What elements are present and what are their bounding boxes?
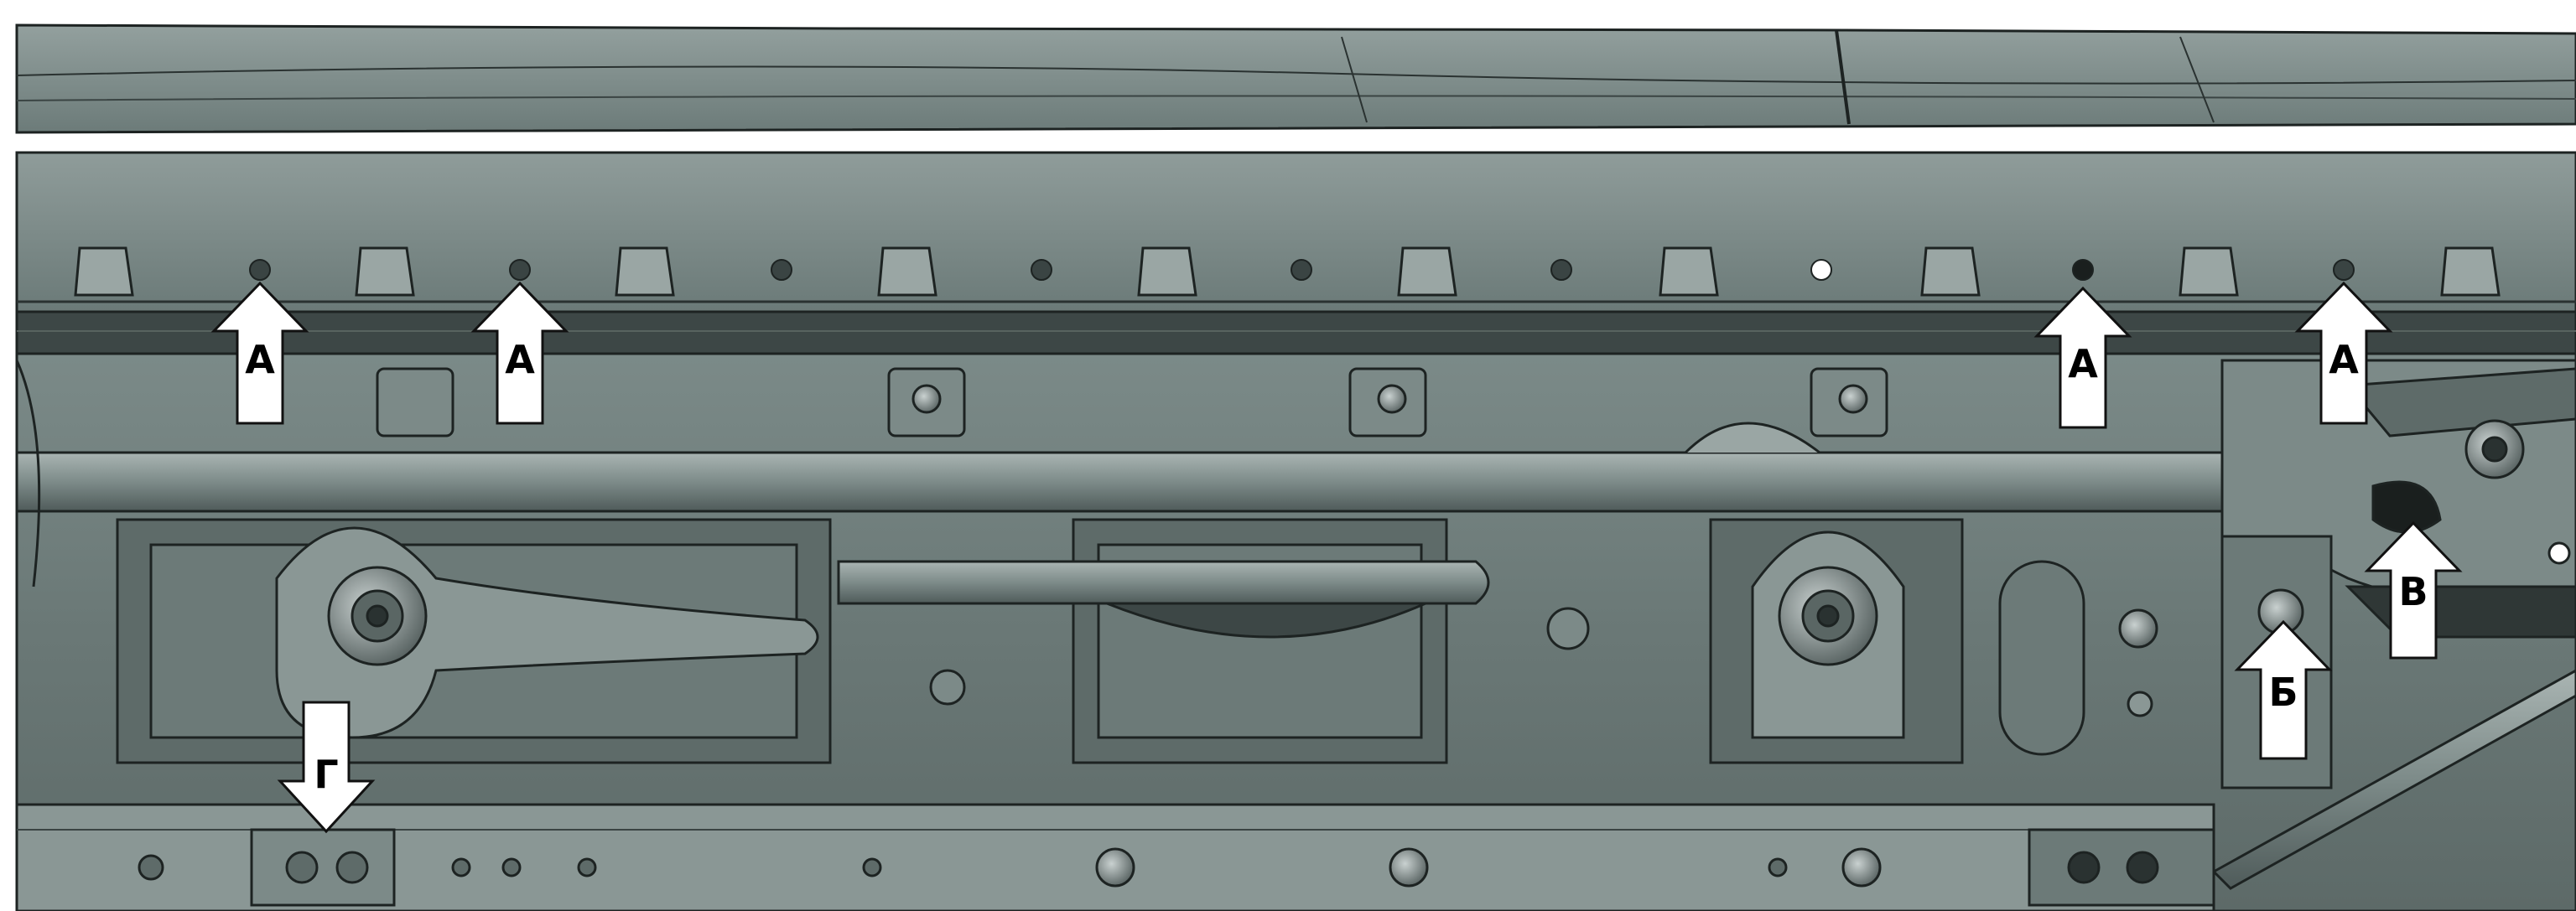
- callout-b: Б: [2234, 619, 2333, 760]
- callout-a-1-label: А: [245, 337, 275, 382]
- right-pocket: [1709, 518, 2158, 764]
- callout-b-label: Б: [2268, 670, 2298, 715]
- callout-a-2: А: [470, 281, 569, 425]
- brackets-top: [376, 367, 1888, 454]
- callout-a-3: А: [2033, 286, 2132, 429]
- callout-a-3-label: А: [2068, 341, 2098, 386]
- callout-v-label: В: [2398, 569, 2428, 614]
- middle-pocket: [837, 518, 1590, 764]
- callout-g: Г: [277, 701, 376, 834]
- mounting-tabs: [74, 246, 2501, 297]
- callout-a-4-label: А: [2329, 337, 2359, 382]
- callout-a-4: А: [2294, 281, 2393, 425]
- bottom-rail: [15, 803, 2215, 911]
- left-pocket: [116, 518, 832, 764]
- pillar-structure: [2211, 359, 2576, 890]
- callout-a-1: А: [210, 281, 309, 425]
- sill-rail: [15, 151, 2576, 355]
- callout-a-2-label: А: [505, 337, 535, 382]
- callout-v: В: [2364, 520, 2463, 660]
- top-sill-cover: [15, 23, 2576, 134]
- callout-g-label: Г: [314, 752, 338, 797]
- rail-holes: [249, 259, 2355, 281]
